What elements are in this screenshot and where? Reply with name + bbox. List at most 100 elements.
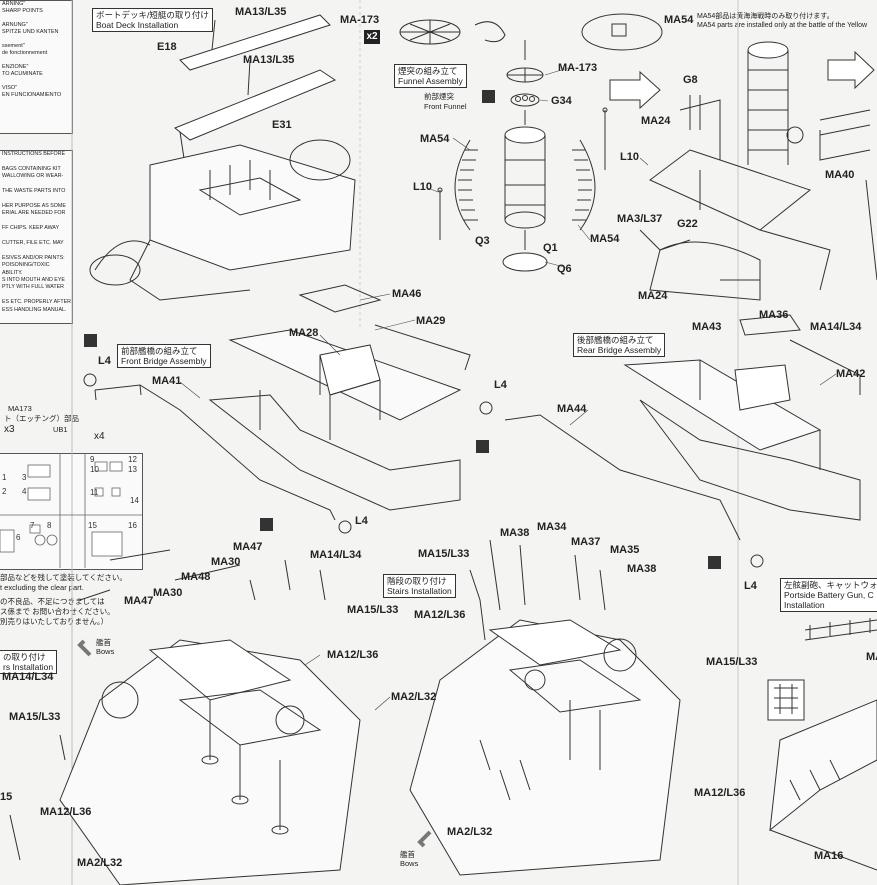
part-label: MA2/L32 (447, 826, 492, 838)
part-label: Q1 (543, 242, 558, 254)
lower-left-assembly-drawing (9, 549, 361, 885)
part-label: MA54 (664, 14, 694, 26)
etching-icon (84, 334, 97, 347)
grid-cell-number: 6 (16, 533, 21, 542)
part-label: MA15/L33 (706, 656, 757, 668)
grid-cell-number: 9 (90, 455, 95, 464)
parts-grid-lines (0, 453, 142, 568)
title-jp: 前部艦橋の組み立て (121, 346, 198, 356)
front-funnel-jp: 前部煙突 (424, 92, 454, 101)
part-label: L10 (620, 151, 639, 163)
title-en: Portside Battery Gun, C (784, 590, 874, 600)
part-label: MA15/L33 (347, 604, 398, 616)
instruction-line: ABILITY. (2, 269, 23, 276)
part-label: MA54 (420, 133, 450, 145)
warning-line: de fonctionnement (2, 50, 48, 56)
rear-bridge-title: 後部艦橋の組み立て Rear Bridge Assembly (573, 333, 666, 357)
etching-icon (482, 90, 495, 103)
bows-en: Bows (96, 647, 115, 656)
part-label: MA (866, 651, 877, 663)
etching-icon (708, 556, 721, 569)
clear-note-line: t excluding the clear part. (0, 583, 84, 592)
part-label: MA2/L32 (77, 857, 122, 869)
instruction-line: CUTTER, FILE ETC. MAY (2, 239, 64, 246)
title-en: Installation (784, 600, 825, 610)
part-label: MA12/L36 (40, 806, 91, 818)
instruction-line: S INTO MOUTH AND EYE (2, 276, 65, 283)
part-label: E18 (157, 41, 177, 53)
instruction-line: PTLY WITH FULL WATER (2, 284, 64, 291)
etch-note-text: ト（エッチング）部品 (4, 414, 79, 423)
front-bridge-title: 前部艦橋の組み立て Front Bridge Assembly (117, 344, 211, 368)
front-bridge-drawing (83, 284, 471, 534)
part-label: MA13/L35 (243, 54, 294, 66)
grid-cell-number: 4 (22, 487, 27, 496)
instruction-line: ESIVES AND/OR PAINTS: (2, 254, 65, 261)
part-label: MA13/L35 (235, 6, 286, 18)
etching-icon (260, 518, 273, 531)
part-label: G22 (677, 218, 698, 230)
part-label: MA35 (610, 544, 639, 556)
instruction-line: BAGS CONTAINING KIT (2, 165, 61, 172)
grid-cell-number: 2 (2, 487, 7, 496)
grid-cell-number: 13 (128, 465, 137, 474)
title-jp: ボートデッキ/短艇の取り付け (96, 10, 209, 20)
part-label: MA38 (500, 527, 529, 539)
part-label: MA34 (537, 521, 567, 533)
part-label: MA-173 (340, 14, 379, 26)
title-jp: 煙突の組み立て (398, 66, 458, 76)
funnel-installed-drawing (639, 41, 877, 301)
etch-note-count-ub: x4 (94, 431, 105, 442)
part-label: MA30 (153, 587, 182, 599)
instruction-line: INSTRUCTIONS BEFORE (2, 151, 65, 157)
clear-note-line: の不良品、不足につきましては (0, 597, 105, 606)
rear-bridge-drawing (479, 314, 861, 568)
instruction-line: ERIAL ARE NEEDED FOR (2, 210, 66, 217)
funnel-drawing (399, 13, 663, 272)
portside-drawing (767, 618, 877, 871)
part-label: MA46 (392, 288, 421, 300)
lower-center-assembly-drawing (409, 539, 681, 876)
instruction-line: POISONING/TOXIC (2, 262, 50, 269)
grid-cell-number: 15 (88, 521, 97, 530)
part-label: G34 (551, 95, 573, 107)
part-label: MA47 (233, 541, 262, 553)
funnel-title: 煙突の組み立て Funnel Assembly (394, 64, 467, 88)
warning-line: EN FUNCIONAMIENTO (2, 92, 62, 98)
warning-line: SPITZE UND KANTEN (2, 29, 59, 35)
front-funnel-en: Front Funnel (424, 102, 467, 111)
title-en: rs Installation (3, 662, 54, 672)
bows-en: Bows (400, 859, 419, 868)
part-label: MA29 (416, 315, 445, 327)
warning-panel: ARNING" SHARP POINTS ARNUNG" SPITZE UND … (0, 0, 73, 134)
grid-cell-number: 16 (128, 521, 137, 530)
part-label: MA14/L34 (810, 321, 862, 333)
grid-cell-number: 11 (90, 488, 99, 497)
part-label: MA12/L36 (694, 787, 745, 799)
stairs-title: 階段の取り付け Stairs Installation (383, 574, 456, 598)
part-label: MA15/L33 (418, 548, 469, 560)
instruction-line: ES ETC. PROPERLY AFTER (2, 299, 71, 306)
title-jp: の取り付け (3, 652, 46, 662)
instruction-line: FF CHIPS. KEEP AWAY (2, 225, 60, 232)
clear-note-line: 部品などを残して塗装してください。 (0, 573, 127, 582)
part-label: MA42 (836, 368, 865, 380)
part-label: MA41 (152, 375, 181, 387)
title-jp: 左舷副砲、キャットウォー (784, 580, 877, 590)
part-label: L4 (98, 355, 112, 367)
title-en: Front Bridge Assembly (121, 356, 207, 366)
boat-deck-title: ボートデッキ/短艇の取り付け Boat Deck Installation (92, 8, 213, 32)
part-label: L4 (494, 379, 508, 391)
part-label: MA40 (825, 169, 854, 181)
title-en: Rear Bridge Assembly (577, 345, 662, 355)
left-install-title: の取り付け rs Installation (0, 650, 58, 674)
etching-icon (476, 440, 489, 453)
ma54-note-jp: MA54部品は黄海海戦時のみ取り付けます。 (697, 13, 834, 20)
warning-line: VISO" (2, 85, 18, 91)
title-jp: 後部艦橋の組み立て (577, 335, 654, 345)
clear-note-line: 別売りはいたしておりません。） (0, 617, 109, 626)
part-label: MA2/L32 (391, 691, 436, 703)
part-label: MA12/L36 (327, 649, 378, 661)
part-label: MA14/L34 (310, 549, 362, 561)
warning-line: SHARP POINTS (2, 8, 43, 14)
